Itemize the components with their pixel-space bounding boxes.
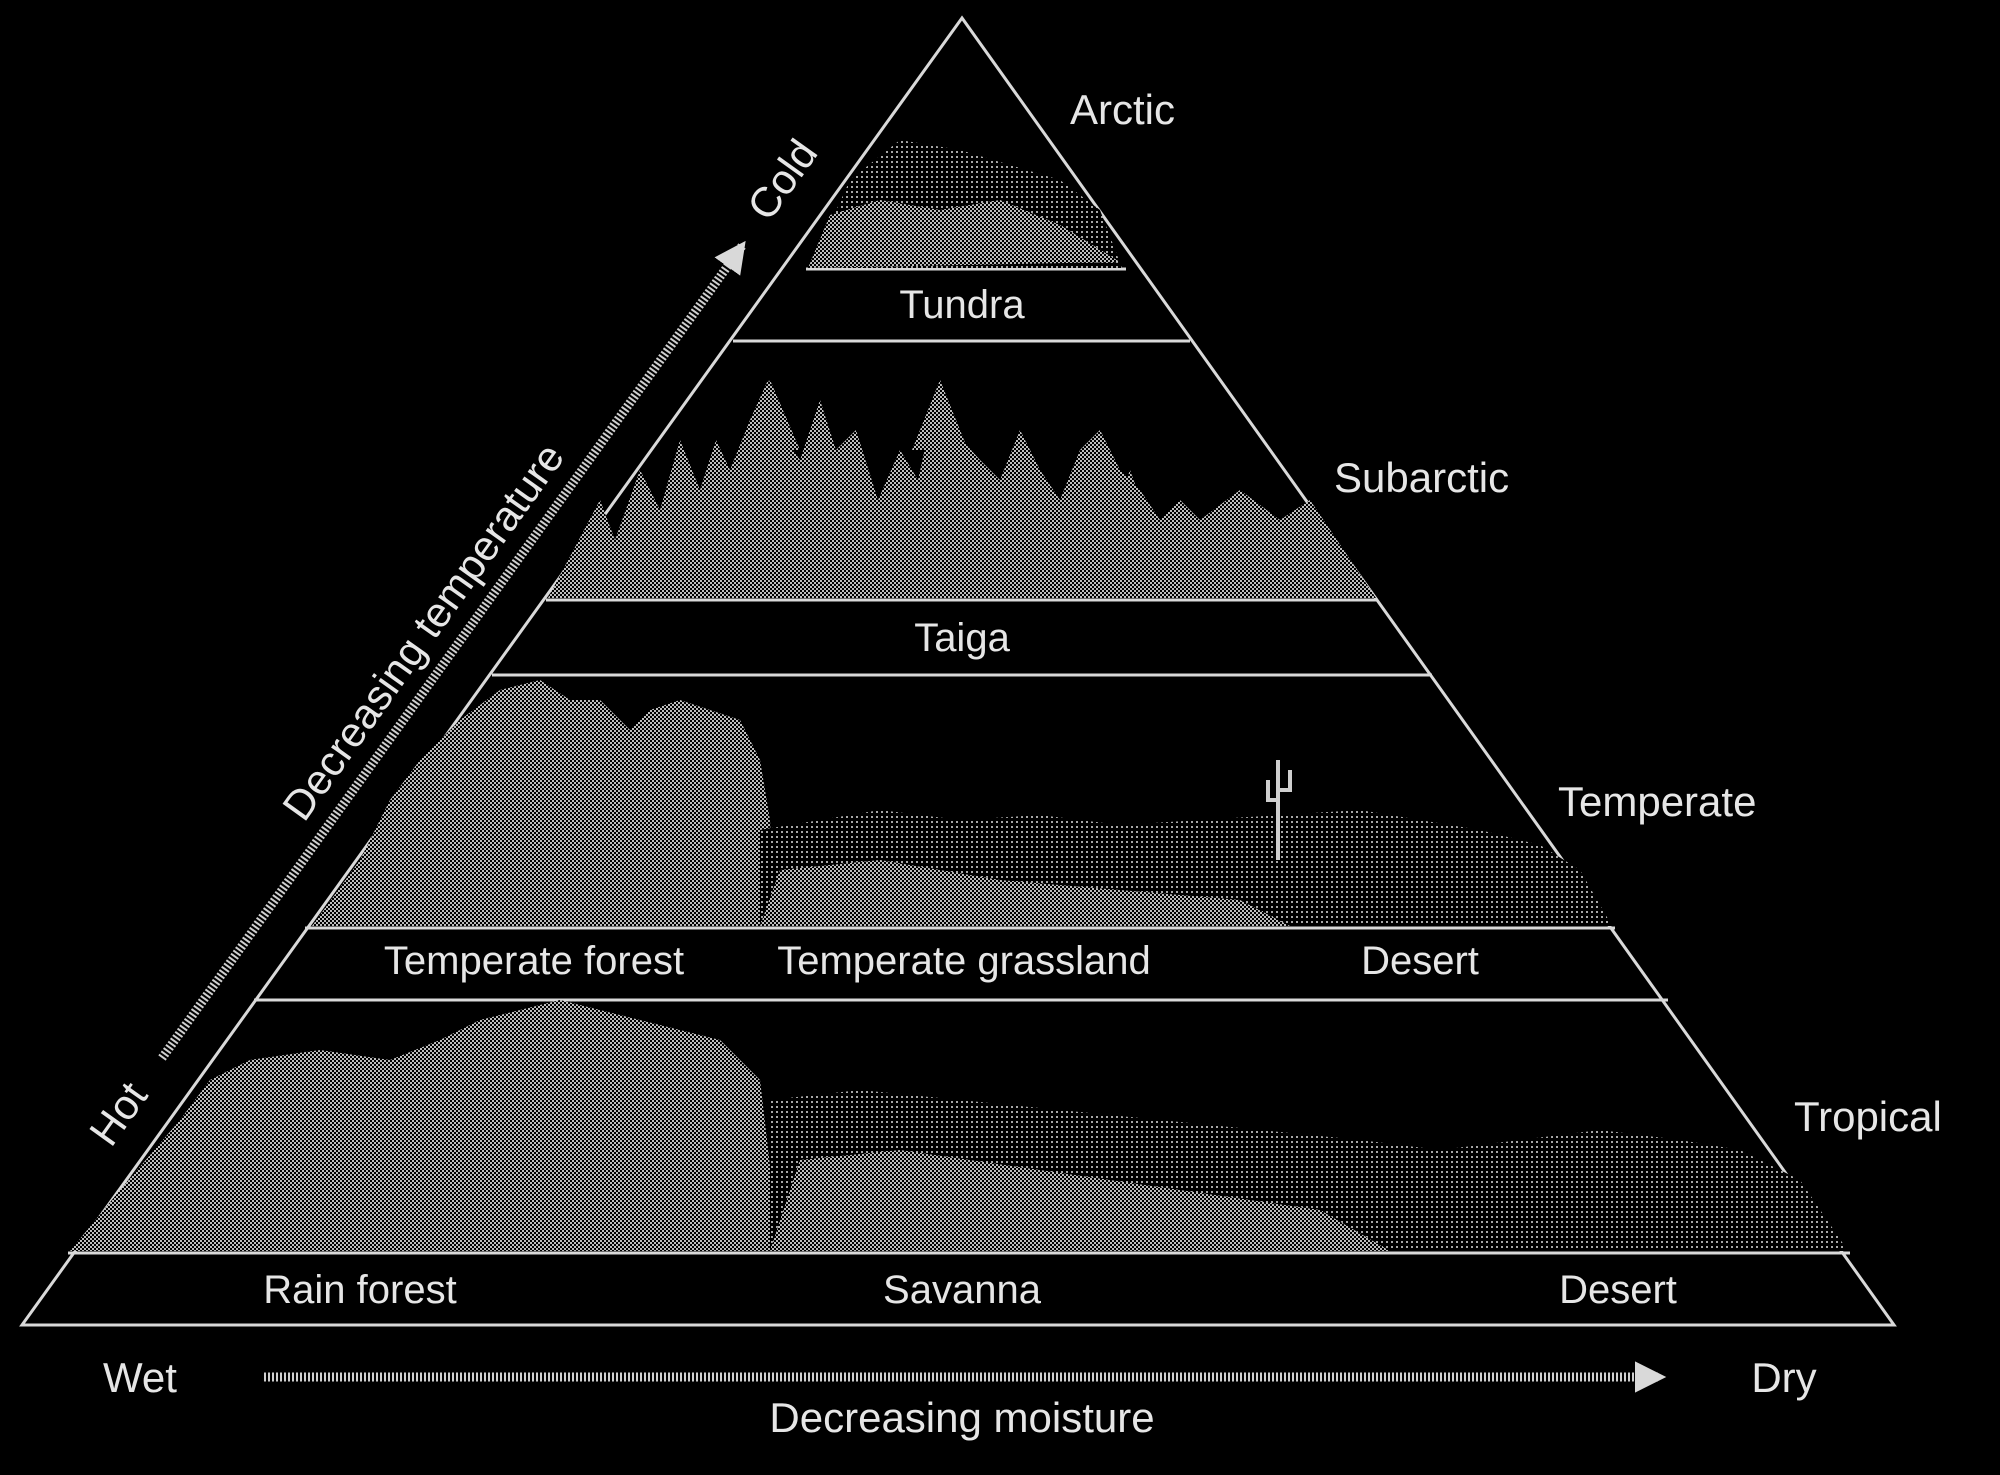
biome-label-tropical-desert: Desert	[1559, 1268, 1677, 1312]
biome-label-taiga: Taiga	[914, 616, 1010, 660]
temperature-cold-label: Cold	[738, 131, 826, 229]
conifer-tree-icon	[740, 380, 1155, 540]
biome-label-tundra: Tundra	[899, 283, 1025, 327]
temperature-hot-label: Hot	[80, 1073, 156, 1154]
biome-label-temperate-desert: Desert	[1361, 939, 1479, 983]
zone-label-tropical: Tropical	[1794, 1093, 1942, 1140]
zone-label-arctic: Arctic	[1070, 86, 1175, 133]
temperature-arrow	[158, 240, 746, 1061]
taiga-forest	[548, 380, 1376, 598]
biome-label-rain-forest: Rain forest	[263, 1268, 456, 1312]
biome-label-temperate-grassland: Temperate grassland	[777, 939, 1151, 983]
pyramid-outline	[19, 15, 1897, 1327]
moisture-axis: Wet Dry Decreasing moisture	[103, 1354, 1817, 1441]
tropical-scene	[70, 1000, 1848, 1251]
biome-label-savanna: Savanna	[883, 1268, 1042, 1312]
cactus-icon	[1266, 760, 1292, 860]
moisture-dry-label: Dry	[1751, 1354, 1816, 1401]
rainforest-canopy	[70, 1000, 780, 1251]
zone-label-temperate: Temperate	[1558, 778, 1756, 825]
biome-label-temperate-forest: Temperate forest	[384, 939, 684, 983]
temperate-scene	[312, 680, 1612, 926]
arctic-scene	[808, 140, 1122, 268]
deciduous-tree-icon	[312, 680, 775, 926]
moisture-wet-label: Wet	[103, 1354, 177, 1401]
zone-label-subarctic: Subarctic	[1334, 454, 1509, 501]
moisture-axis-label: Decreasing moisture	[769, 1394, 1154, 1441]
